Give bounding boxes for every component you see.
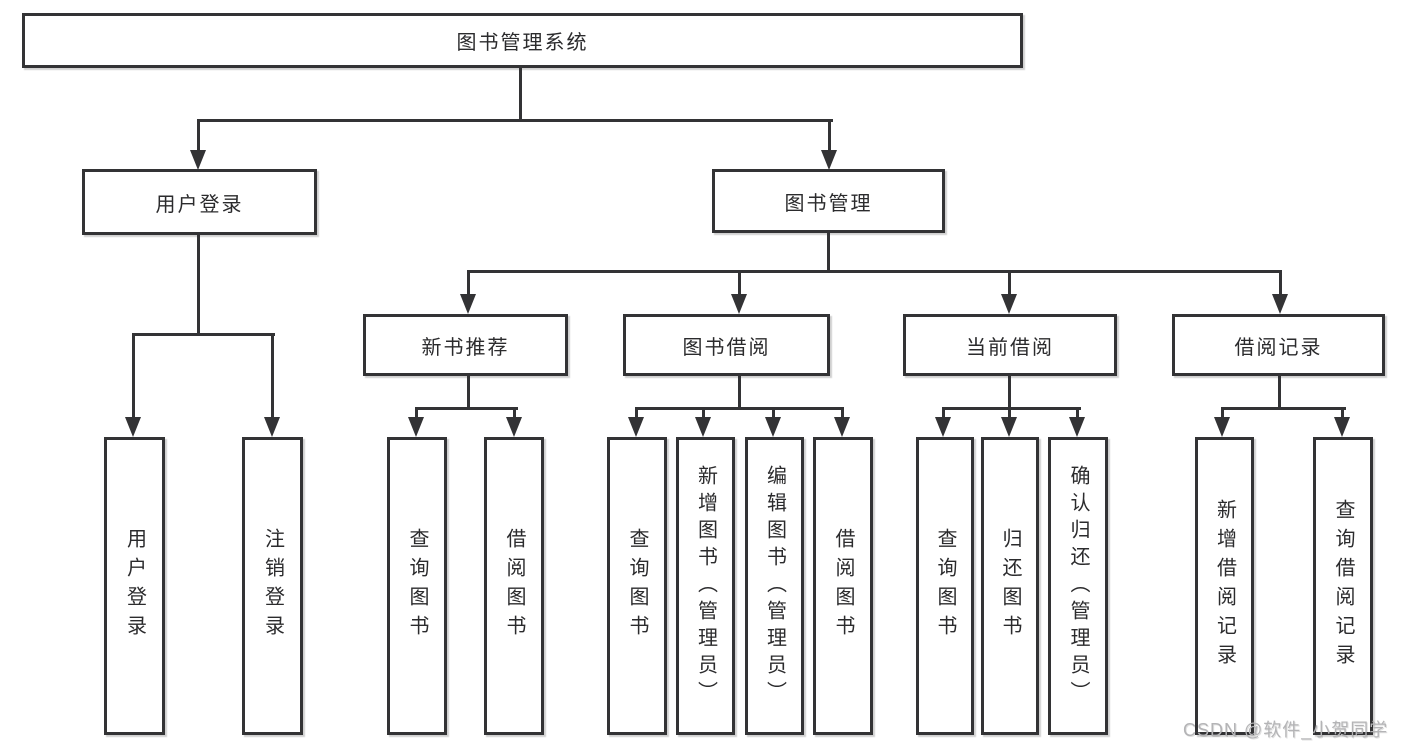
arrow-down-icon bbox=[731, 294, 747, 314]
node-new-book-recommendation: 新书推荐 bbox=[363, 314, 568, 376]
leaf-query-borrow-record: 查询借阅记录 bbox=[1313, 437, 1373, 735]
node-library-management-system: 图书管理系统 bbox=[22, 13, 1023, 68]
arrow-down-icon bbox=[1001, 294, 1017, 314]
connector-current-bar bbox=[942, 407, 1081, 410]
leaf-label: 确认归还（管理员） bbox=[1067, 464, 1089, 708]
connector-drop-leaf bbox=[1076, 407, 1079, 418]
connector-records-stem bbox=[1278, 376, 1281, 409]
connector-drop-book-management bbox=[828, 119, 831, 152]
arrow-down-icon bbox=[1001, 417, 1017, 437]
arrow-down-icon bbox=[834, 417, 850, 437]
node-label: 图书管理 bbox=[784, 192, 873, 215]
leaf-label: 注销登录 bbox=[261, 528, 284, 644]
connector-borrowing-stem bbox=[738, 376, 741, 409]
connector-root-bar bbox=[197, 119, 833, 122]
leaf-label: 用户登录 bbox=[123, 528, 146, 644]
leaf-borrow-books-borrowing: 借阅图书 bbox=[813, 437, 873, 735]
connector-book-mgmt-stem bbox=[827, 233, 830, 273]
leaf-user-login: 用户登录 bbox=[104, 437, 165, 735]
connector-drop-module bbox=[467, 270, 470, 295]
connector-book-mgmt-bar bbox=[467, 270, 1282, 273]
arrow-down-icon bbox=[1272, 294, 1288, 314]
leaf-label: 新增图书（管理员） bbox=[694, 464, 717, 708]
leaf-return-book: 归还图书 bbox=[981, 437, 1039, 735]
arrow-down-icon bbox=[695, 417, 711, 437]
node-label: 当前借阅 bbox=[966, 336, 1054, 359]
connector-drop-module bbox=[738, 270, 741, 295]
leaf-label: 归还图书 bbox=[999, 528, 1021, 644]
connector-drop-leaf bbox=[1221, 407, 1224, 418]
connector-drop-leaf bbox=[415, 407, 418, 418]
connector-drop-leaf bbox=[1008, 407, 1011, 418]
connector-drop-user-login bbox=[197, 119, 200, 152]
connector-drop-leaf bbox=[1341, 407, 1344, 418]
arrow-down-icon bbox=[264, 417, 280, 437]
node-label: 图书管理系统 bbox=[456, 32, 589, 54]
arrow-down-icon bbox=[765, 417, 781, 437]
leaf-add-borrow-record: 新增借阅记录 bbox=[1195, 437, 1254, 735]
leaf-label: 新增借阅记录 bbox=[1213, 499, 1236, 673]
leaf-label: 查询图书 bbox=[626, 528, 648, 644]
node-label: 借阅记录 bbox=[1234, 336, 1323, 359]
node-label: 用户登录 bbox=[155, 193, 244, 216]
connector-drop-leaf bbox=[132, 333, 135, 418]
node-user-login: 用户登录 bbox=[82, 169, 317, 235]
leaf-borrow-books-recommend: 借阅图书 bbox=[484, 437, 544, 735]
leaf-confirm-return-admin: 确认归还（管理员） bbox=[1048, 437, 1108, 735]
node-label: 新书推荐 bbox=[421, 336, 510, 359]
connector-drop-leaf bbox=[841, 407, 844, 418]
node-current-borrowing: 当前借阅 bbox=[903, 314, 1117, 376]
leaf-query-books-recommend: 查询图书 bbox=[387, 437, 447, 735]
leaf-query-books-current: 查询图书 bbox=[916, 437, 974, 735]
arrow-down-icon bbox=[1069, 417, 1085, 437]
node-label: 图书借阅 bbox=[682, 336, 771, 359]
connector-drop-leaf bbox=[271, 333, 274, 418]
leaf-query-books-borrowing: 查询图书 bbox=[607, 437, 667, 735]
arrow-down-icon bbox=[1214, 417, 1230, 437]
connector-drop-leaf bbox=[702, 407, 705, 418]
connector-root-stem bbox=[519, 68, 522, 122]
arrow-down-icon bbox=[506, 417, 522, 437]
connector-drop-leaf bbox=[942, 407, 945, 418]
connector-newrec-stem bbox=[467, 376, 470, 409]
node-borrowing-records: 借阅记录 bbox=[1172, 314, 1385, 376]
leaf-label: 查询图书 bbox=[406, 528, 428, 644]
arrow-down-icon bbox=[1334, 417, 1350, 437]
connector-drop-module bbox=[1279, 270, 1282, 295]
leaf-label: 借阅图书 bbox=[503, 528, 525, 644]
arrow-down-icon bbox=[821, 150, 837, 170]
arrow-down-icon bbox=[408, 417, 424, 437]
leaf-label: 编辑图书（管理员） bbox=[763, 464, 786, 708]
arrow-down-icon bbox=[125, 417, 141, 437]
leaf-label: 查询图书 bbox=[934, 528, 956, 644]
connector-user-login-bar bbox=[132, 333, 275, 336]
connector-drop-leaf bbox=[513, 407, 516, 418]
connector-newrec-bar bbox=[415, 407, 518, 410]
arrow-down-icon bbox=[460, 294, 476, 314]
leaf-edit-book-admin: 编辑图书（管理员） bbox=[745, 437, 804, 735]
node-book-borrowing: 图书借阅 bbox=[623, 314, 830, 376]
connector-borrowing-bar bbox=[635, 407, 844, 410]
leaf-logout: 注销登录 bbox=[242, 437, 303, 735]
leaf-label: 借阅图书 bbox=[832, 528, 854, 644]
csdn-watermark: CSDN @软件_小贺同学 bbox=[1183, 720, 1389, 740]
leaf-add-book-admin: 新增图书（管理员） bbox=[676, 437, 735, 735]
connector-drop-module bbox=[1008, 270, 1011, 295]
connector-drop-leaf bbox=[772, 407, 775, 418]
arrow-down-icon bbox=[935, 417, 951, 437]
connector-records-bar bbox=[1221, 407, 1346, 410]
connector-drop-leaf bbox=[635, 407, 638, 418]
arrow-down-icon bbox=[628, 417, 644, 437]
leaf-label: 查询借阅记录 bbox=[1332, 499, 1354, 673]
arrow-down-icon bbox=[190, 150, 206, 170]
connector-user-login-stem bbox=[197, 235, 200, 335]
node-book-management: 图书管理 bbox=[712, 169, 945, 233]
connector-current-stem bbox=[1008, 376, 1011, 409]
